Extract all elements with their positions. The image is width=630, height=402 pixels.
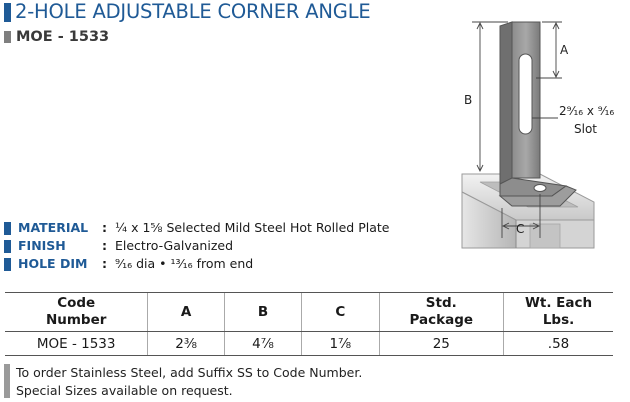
cell-c: 1⅞: [301, 331, 379, 356]
column-header-a: A: [147, 292, 225, 332]
subtitle-accent-bar: [4, 31, 11, 43]
spec-label-finish: FINISH: [18, 238, 66, 253]
column-header-weight: Wt. Each Lbs.: [503, 292, 613, 332]
slot-size-label: 2⁹⁄₁₆ x ⁹⁄₁₆: [559, 104, 614, 118]
table-header-row: Code Number A B C Std. Package Wt. Each …: [5, 292, 613, 332]
angle-bracket: [498, 21, 577, 207]
cell-std-package: 25: [378, 331, 504, 356]
spec-colon: :: [102, 256, 107, 271]
spec-accent-bar: [4, 222, 11, 235]
slot-label: Slot: [574, 122, 597, 136]
column-header-c: C: [301, 292, 379, 332]
note-stainless: To order Stainless Steel, add Suffix SS …: [16, 365, 363, 380]
cell-a: 2⅜: [147, 331, 225, 356]
notes-accent-bar: [4, 364, 10, 398]
spec-label-material: MATERIAL: [18, 220, 89, 235]
corner-angle-diagram: A B C 2⁹⁄₁₆ x ⁹⁄₁₆ Slot: [461, 21, 614, 249]
note-special-sizes: Special Sizes available on request.: [16, 383, 233, 398]
cell-b: 4⅞: [223, 331, 302, 356]
spec-colon: :: [102, 238, 107, 253]
page-title: 2-HOLE ADJUSTABLE CORNER ANGLE: [15, 0, 371, 23]
spec-colon: :: [102, 220, 107, 235]
dimension-c-label: C: [516, 222, 524, 236]
dimension-a-label: A: [560, 43, 569, 57]
spec-accent-bar: [4, 240, 11, 253]
column-header-std-package: Std. Package: [378, 292, 504, 332]
cell-weight: .58: [503, 331, 613, 356]
spec-value-hole-dim: ⁹⁄₁₆ dia • ¹³⁄₁₆ from end: [115, 256, 254, 271]
spec-value-finish: Electro-Galvanized: [115, 238, 234, 253]
specifications-table: Code Number A B C Std. Package Wt. Each …: [5, 292, 613, 356]
title-accent-bar: [4, 3, 11, 22]
spec-accent-bar: [4, 258, 11, 271]
spec-label-hole-dim: HOLE DIM: [18, 256, 88, 271]
part-number: MOE - 1533: [16, 29, 110, 45]
spec-value-material: ¼ x 1⅝ Selected Mild Steel Hot Rolled Pl…: [115, 220, 390, 235]
dimension-lines: [472, 21, 562, 238]
column-header-b: B: [223, 292, 302, 332]
table-row: MOE - 1533 2⅜ 4⅞ 1⅞ 25 .58: [5, 331, 613, 356]
cell-code-number: MOE - 1533: [5, 331, 148, 356]
dimension-b-label: B: [464, 93, 472, 107]
column-header-code-number: Code Number: [5, 292, 148, 332]
